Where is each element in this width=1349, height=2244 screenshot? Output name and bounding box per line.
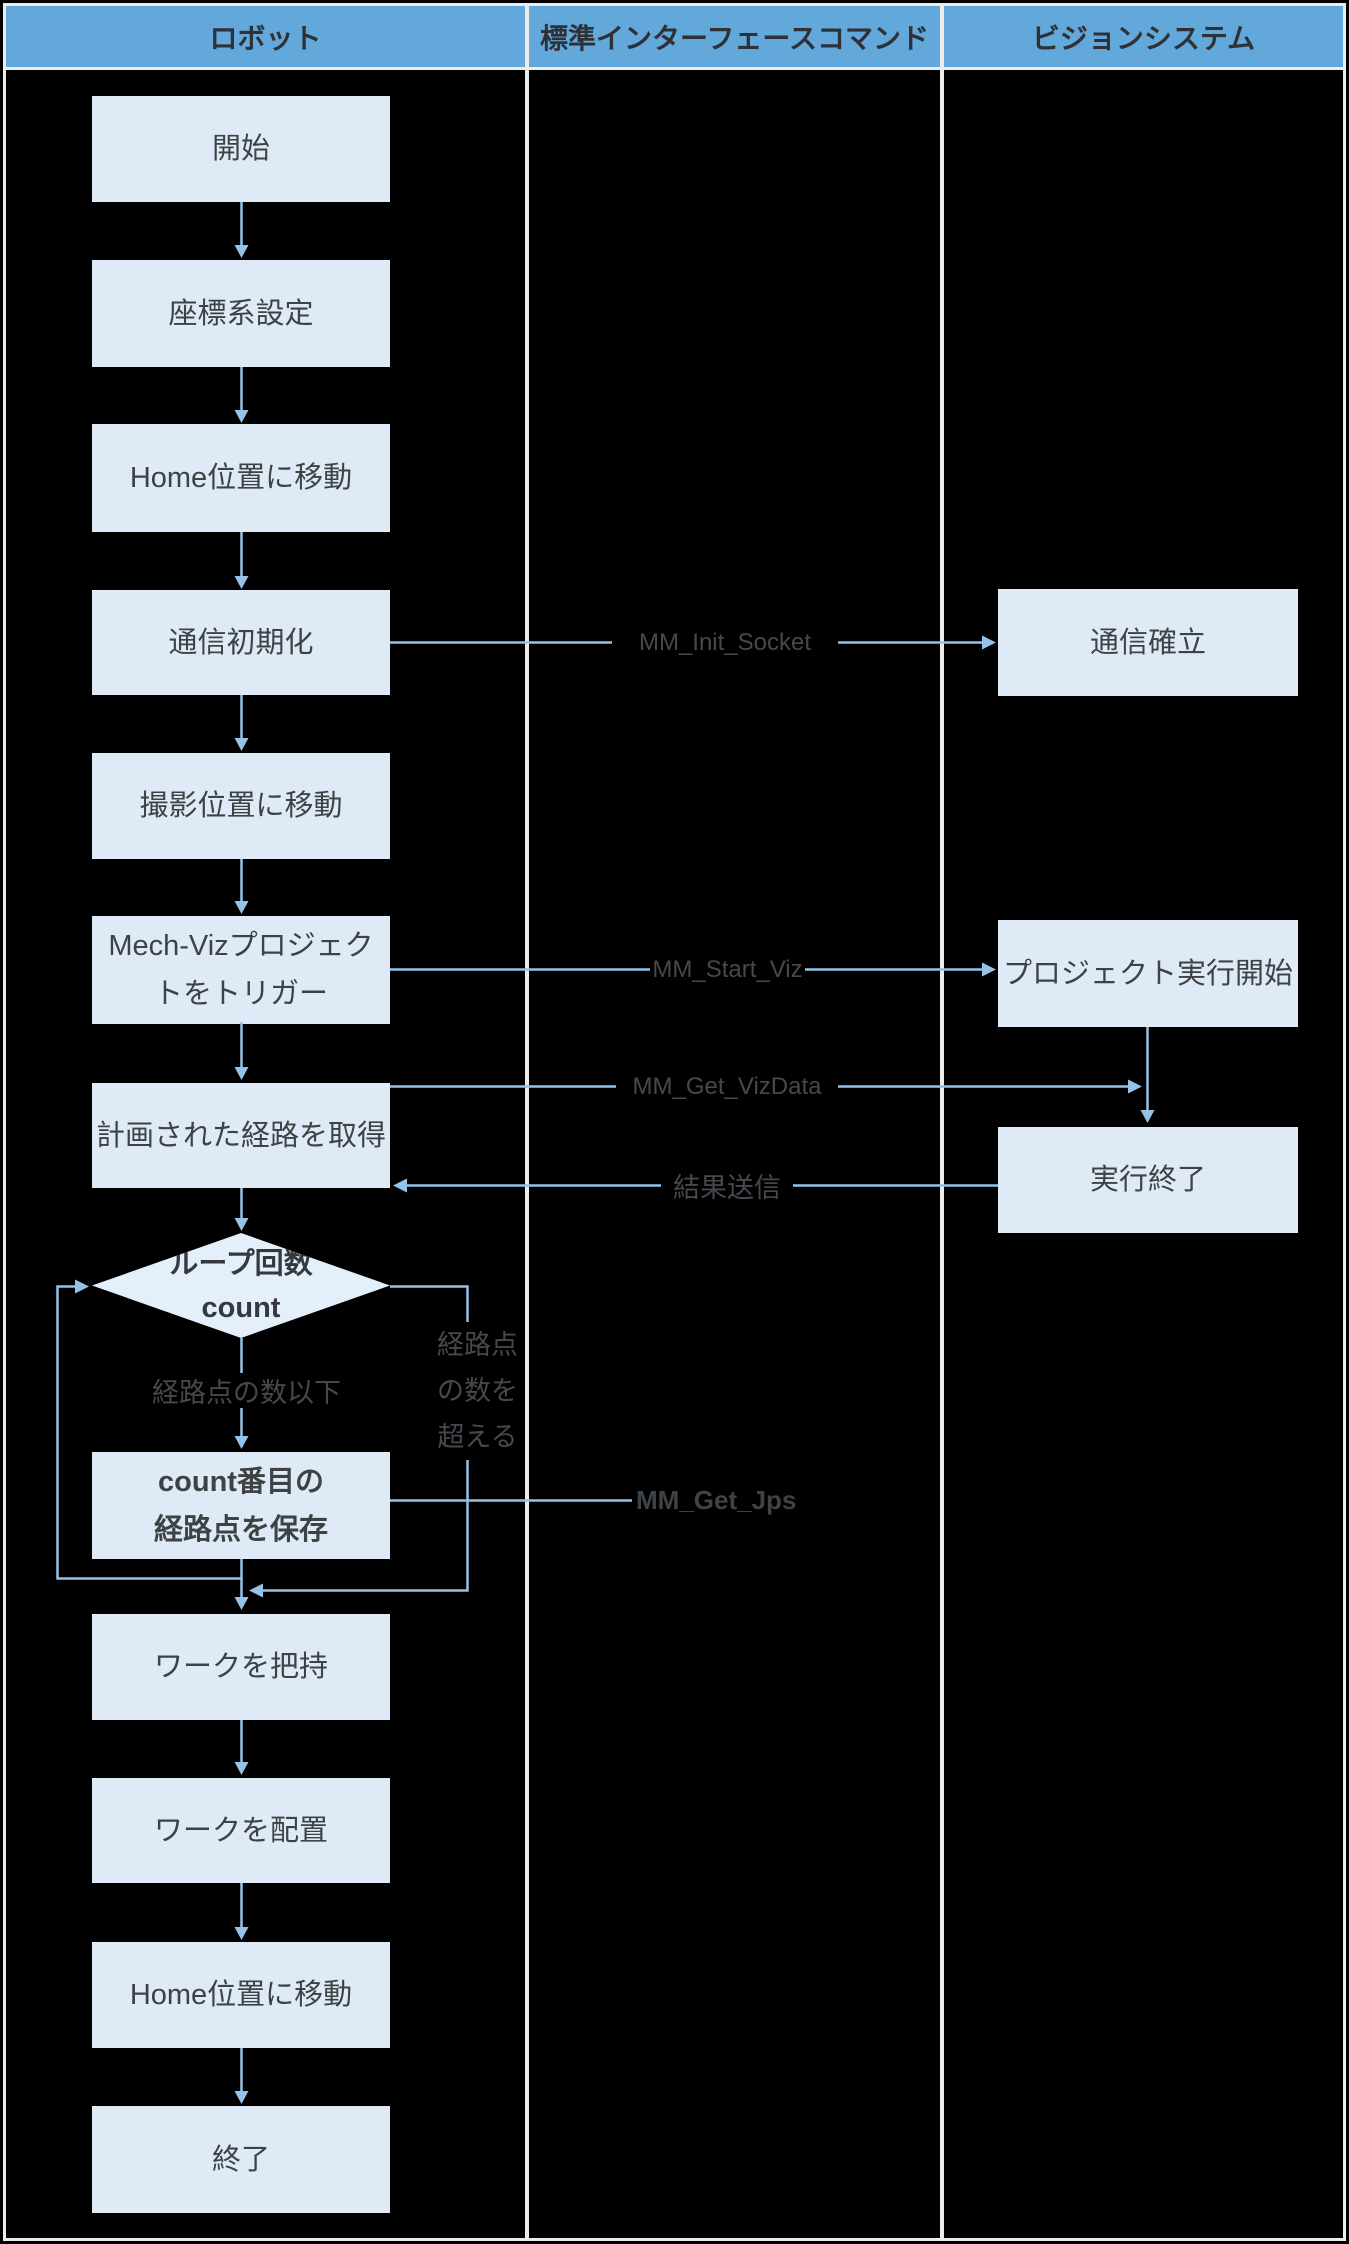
- node-end: 終了: [92, 2106, 390, 2213]
- node-init-communication: 通信初期化: [92, 590, 390, 695]
- node-start: 開始: [92, 96, 390, 202]
- label-mm-init-socket: MM_Init_Socket: [612, 626, 838, 659]
- node-project-execution-start: プロジェクト実行開始: [998, 920, 1298, 1027]
- node-save-waypoint: count番目の 経路点を保存: [92, 1452, 390, 1559]
- label-result-send: 結果送信: [661, 1168, 793, 1203]
- node-execution-end: 実行終了: [998, 1127, 1298, 1233]
- node-move-home-1: Home位置に移動: [92, 424, 390, 532]
- header-robot: ロボット: [209, 22, 322, 54]
- header-vision-system: ビジョンシステム: [1031, 22, 1256, 54]
- node-place-workpiece: ワークを配置: [92, 1778, 390, 1883]
- label-mm-get-jps: MM_Get_Jps: [636, 1484, 806, 1517]
- node-move-capture-position: 撮影位置に移動: [92, 753, 390, 859]
- node-communication-established: 通信確立: [998, 589, 1298, 696]
- node-grasp-workpiece: ワークを把持: [92, 1614, 390, 1720]
- label-branch-within-count: 経路点の数以下: [148, 1373, 345, 1408]
- label-mm-start-viz: MM_Start_Viz: [650, 953, 805, 986]
- node-set-coordinate-system: 座標系設定: [92, 260, 390, 367]
- column-divider-1: [525, 6, 529, 2238]
- label-branch-over-count: 経路点 の数を 超える: [430, 1322, 525, 1460]
- node-move-home-2: Home位置に移動: [92, 1942, 390, 2048]
- outer-border: [3, 3, 1346, 2241]
- node-trigger-mechviz-project: Mech-Vizプロジェク トをトリガー: [92, 916, 390, 1024]
- label-mm-get-vizdata: MM_Get_VizData: [616, 1070, 838, 1103]
- node-get-planned-path: 計画された経路を取得: [92, 1083, 390, 1188]
- header-bar: [6, 6, 1343, 70]
- column-divider-2: [940, 6, 944, 2238]
- header-interface-commands: 標準インターフェースコマンド: [540, 22, 929, 54]
